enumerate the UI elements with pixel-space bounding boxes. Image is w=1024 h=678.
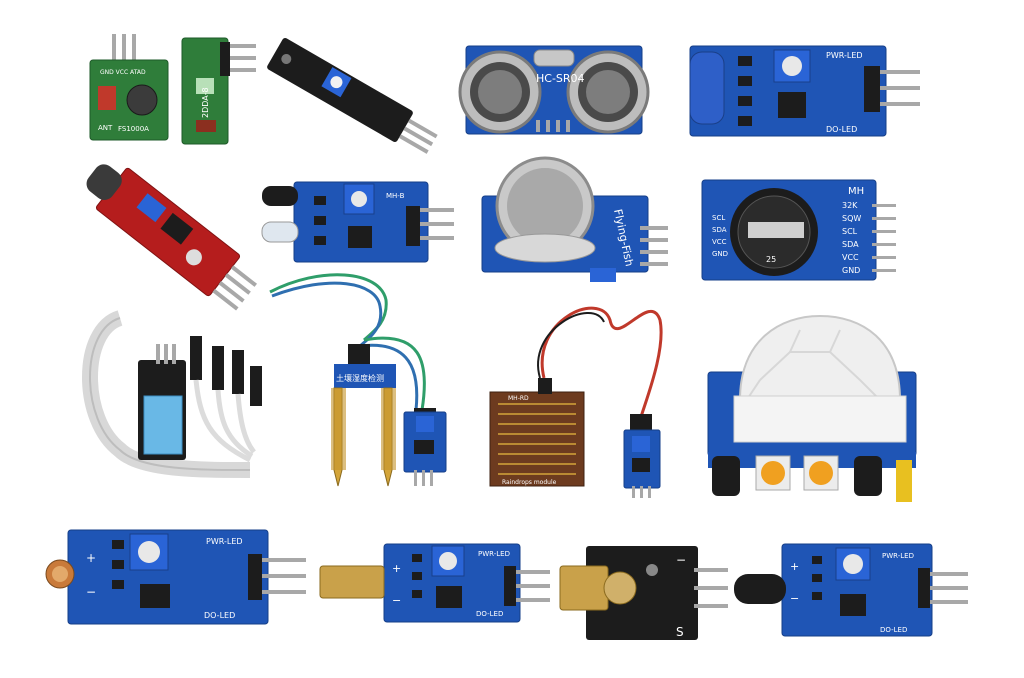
- laser-signal-label: S: [676, 625, 684, 639]
- rain-board-top-label: MH-RD: [508, 395, 529, 402]
- pir-motion-sensor-module: [707, 314, 917, 502]
- vibration-do-led-label: DO-LED: [826, 125, 857, 134]
- rf-rx-model-label: 2DDA-8: [201, 87, 210, 118]
- ir-obstacle-sensor-module: MH-B: [261, 181, 454, 263]
- laser-module: − S: [559, 546, 728, 640]
- rain-board-bottom-label: Raindrops module: [502, 479, 557, 486]
- sound-sensor-module: [86, 164, 257, 311]
- ir-tracking-module: [267, 38, 438, 154]
- tilt-switch-module: + − PWR-LED DO-LED: [319, 543, 550, 623]
- light-pwr-led-label: PWR-LED: [206, 537, 243, 546]
- rtc-left-pin-vcc: VCC: [712, 238, 727, 246]
- raindrop-sensor-module: MH-RD Raindrops module: [489, 306, 663, 498]
- flame-plus-label: +: [790, 560, 799, 573]
- ir-obstacle-model-label: MH-B: [386, 192, 405, 200]
- rtc-left-pin-gnd: GND: [712, 250, 728, 258]
- rf-tx-model-label: FS1000A: [118, 125, 149, 133]
- flame-minus-label: −: [790, 592, 799, 605]
- light-sensor-module: + − PWR-LED DO-LED: [45, 529, 306, 625]
- rf-tx-pin-label: GND VCC ATAD: [100, 69, 146, 76]
- rtc-left-pin-sda: SDA: [712, 226, 727, 234]
- ultrasonic-sensor-module: HC-SR04: [458, 45, 650, 135]
- flame-do-led-label: DO-LED: [880, 626, 907, 634]
- rtc-pin-32k: 32K: [842, 201, 858, 210]
- rf-tx-ant-label: ANT: [98, 124, 113, 132]
- gas-sensor-module: Flying-Fish: [481, 156, 668, 282]
- rtc-brand-label: MH: [848, 186, 864, 197]
- vibration-pwr-led-label: PWR-LED: [826, 51, 863, 60]
- soil-probe-label: 土壤湿度检测: [336, 373, 384, 383]
- flame-sensor-module: + − PWR-LED DO-LED: [734, 543, 968, 637]
- rf-transmitter-module: GND VCC ATAD ANT FS1000A: [89, 34, 169, 141]
- light-do-led-label: DO-LED: [204, 611, 235, 620]
- flame-pwr-led-label: PWR-LED: [882, 552, 914, 560]
- rtc-clock-module: 25 MH 32K SQW SCL SDA VCC GND SCL SDA VC…: [701, 179, 896, 281]
- tilt-minus-label: −: [392, 594, 401, 607]
- rf-receiver-module: 2DDA-8: [181, 37, 256, 145]
- temperature-humidity-module: [82, 310, 262, 478]
- vibration-sensor-module: PWR-LED DO-LED: [689, 45, 920, 137]
- laser-minus-label: −: [676, 553, 686, 567]
- soil-moisture-module: 土壤湿度检测: [269, 273, 447, 487]
- rtc-pin-scl: SCL: [842, 227, 858, 236]
- tilt-plus-label: +: [392, 562, 401, 575]
- light-plus-label: +: [86, 551, 96, 565]
- rtc-chip-label: 25: [766, 255, 776, 264]
- rtc-left-pin-scl: SCL: [712, 214, 725, 222]
- rtc-pin-vcc: VCC: [842, 253, 859, 262]
- rtc-pin-sda: SDA: [842, 240, 859, 249]
- tilt-pwr-led-label: PWR-LED: [478, 550, 510, 558]
- rtc-pin-gnd: GND: [842, 266, 860, 275]
- rtc-pin-sqw: SQW: [842, 214, 861, 223]
- light-minus-label: −: [86, 585, 96, 599]
- ultrasonic-model-label: HC-SR04: [536, 72, 585, 85]
- tilt-do-led-label: DO-LED: [476, 610, 503, 618]
